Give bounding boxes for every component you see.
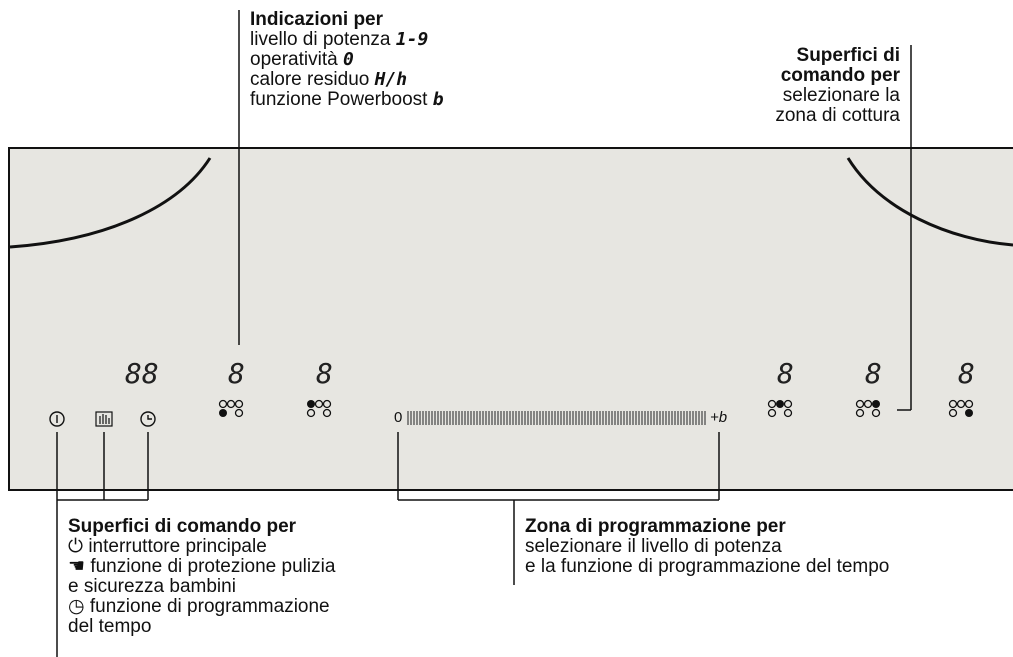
programming-zone-title: Zona di programmazione per [525, 516, 786, 537]
display-indicators-label: Indicazioni per livello di potenza 1-9 o… [250, 10, 444, 110]
zone-rear-middle-icon[interactable] [767, 399, 793, 418]
hand-wipe-lock-icon: ☚ [68, 556, 86, 577]
clock-icon[interactable] [140, 411, 156, 427]
programming-zone-label: Zona di programmazione per selezionare i… [525, 517, 889, 577]
zone-display-4: 8 [865, 357, 882, 390]
child-lock-line: e sicurezza bambini [68, 576, 236, 597]
clock-icon: ◷ [68, 596, 85, 617]
cooking-zone-right-arc [846, 157, 1013, 247]
zone-selector-line-1: selezionare la [782, 85, 900, 106]
zone-display-3: 8 [777, 357, 794, 390]
zone-selector-label: Superfici di comando per selezionare la … [775, 46, 900, 126]
operativity-line: operatività 0 [250, 49, 354, 70]
residual-heat-line: calore residuo H/h [250, 69, 408, 90]
zone-front-left-icon[interactable] [306, 399, 332, 418]
main-switch-line: ⏻ interruttore principale [68, 536, 267, 557]
zone-display-1: 8 [228, 357, 245, 390]
zone-rear-right-icon[interactable] [855, 399, 881, 418]
cooking-zone-left-arc [9, 157, 212, 249]
zone-display-5: 8 [958, 357, 975, 390]
zone-selector-title-1: Superfici di [796, 45, 900, 66]
slider-start-label[interactable]: 0 [394, 409, 403, 426]
zone-rear-left-icon[interactable] [218, 399, 244, 418]
timer-display: 88 [125, 357, 159, 390]
powerboost-line: funzione Powerboost b [250, 89, 444, 110]
programming-zone-line-1: selezionare il livello di potenza [525, 536, 782, 557]
zone-front-right-icon[interactable] [948, 399, 974, 418]
power-icon[interactable] [49, 411, 65, 427]
power-icon: ⏻ [68, 536, 84, 557]
timer-line: ◷ funzione di programmazione [68, 596, 330, 617]
control-surfaces-title: Superfici di comando per [68, 516, 297, 537]
zone-selector-line-2: zona di cottura [775, 105, 900, 126]
control-surfaces-label: Superfici di comando per ⏻ interruttore … [68, 517, 335, 637]
display-indicators-title: Indicazioni per [250, 9, 384, 30]
power-slider-track[interactable] [407, 411, 706, 425]
hand-wipe-lock-icon[interactable] [95, 411, 113, 427]
timer-line-2: del tempo [68, 616, 152, 637]
zone-display-2: 8 [316, 357, 333, 390]
wipe-protection-line: ☚ funzione di protezione pulizia [68, 556, 336, 577]
cooktop-panel [8, 147, 1013, 491]
power-level-line: livello di potenza 1-9 [250, 29, 429, 50]
zone-selector-title-2: comando per [780, 65, 900, 86]
programming-zone-line-2: e la funzione di programmazione del temp… [525, 556, 890, 577]
slider-end-label[interactable]: +b [710, 409, 728, 426]
